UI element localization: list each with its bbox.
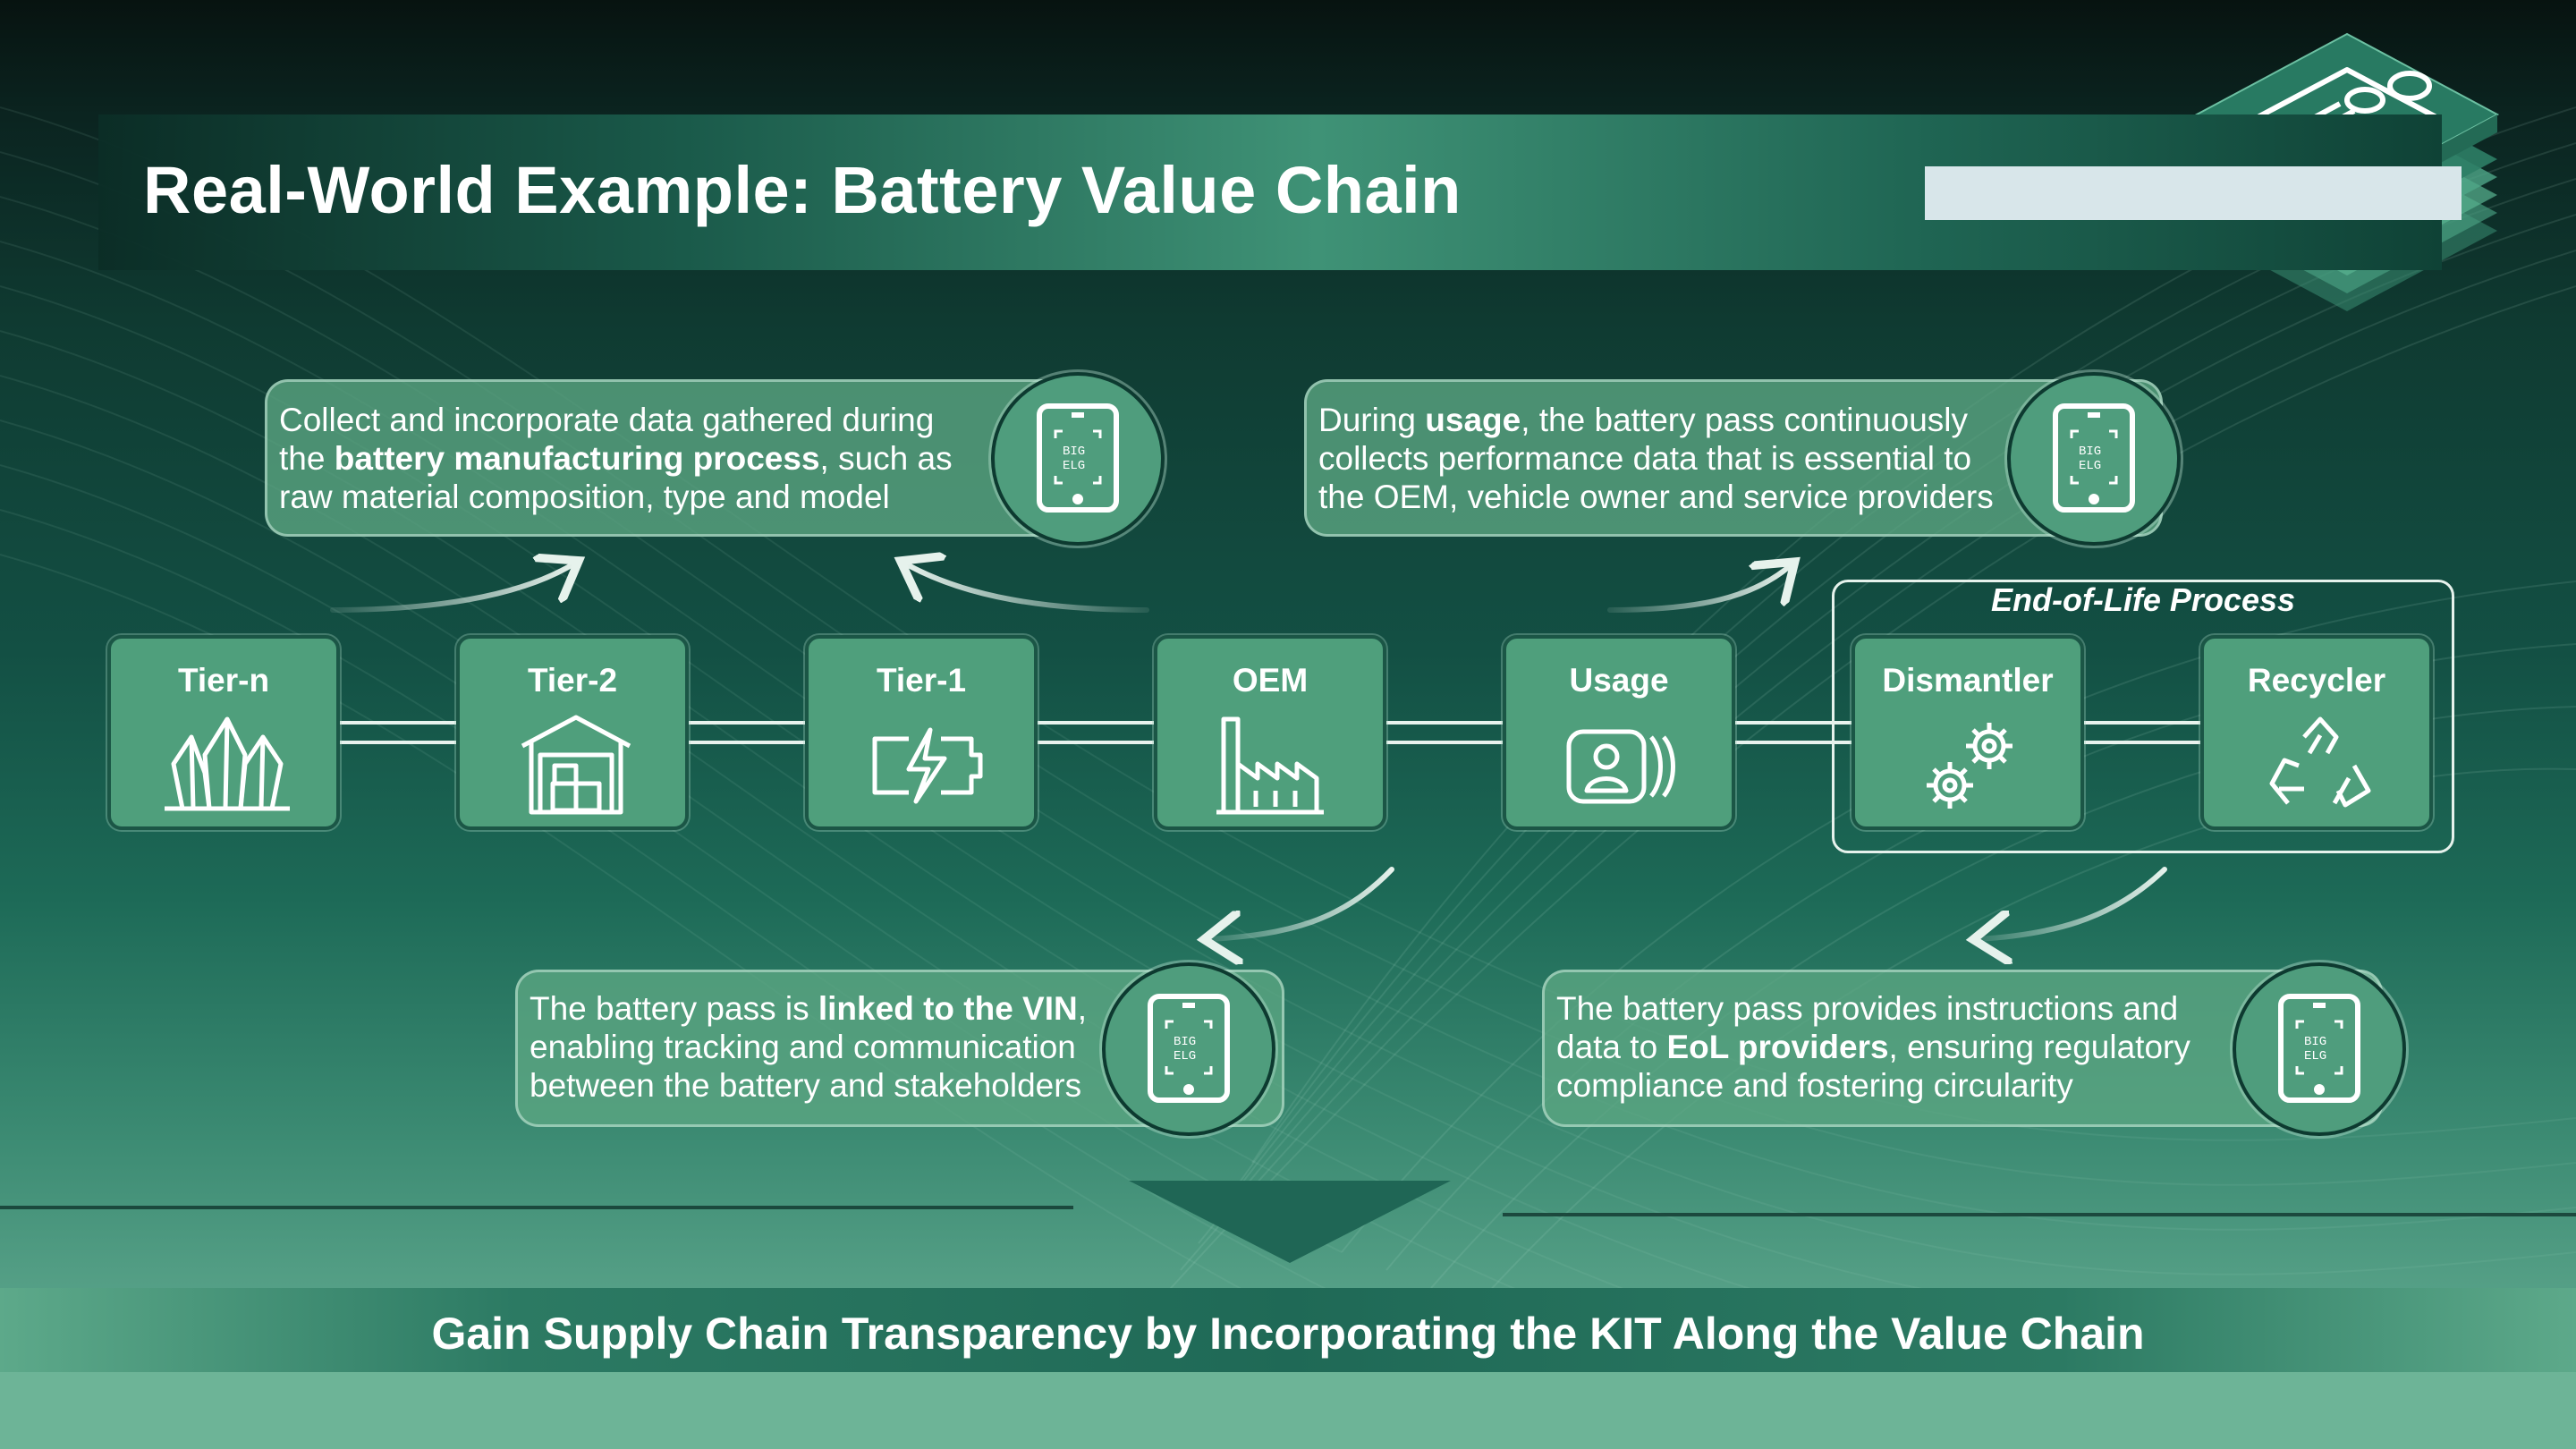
callout-line: The battery pass provides instructions a… (1556, 990, 2179, 1027)
node-label: Dismantler (1882, 662, 2054, 699)
node-label: Recycler (2247, 662, 2386, 699)
node-tier-2: Tier-2 (456, 635, 689, 830)
node-tier-n: Tier-n (107, 635, 340, 830)
eol-process-frame (1832, 580, 2454, 853)
callout-line: raw material composition, type and model (279, 479, 890, 515)
callout-line: data to EoL providers, ensuring regulato… (1556, 1029, 2190, 1065)
node-label: OEM (1232, 662, 1309, 699)
bottom-banner-text: Gain Supply Chain Transparency by Incorp… (431, 1309, 2145, 1359)
svg-text:ELG: ELG (1174, 1049, 1196, 1063)
svg-text:BIG: BIG (2079, 445, 2101, 459)
node-tier-1: Tier-1 (805, 635, 1038, 830)
warehouse-icon (521, 715, 631, 815)
callout-manufacturing-text: Collect and incorporate data gathered du… (279, 401, 953, 516)
callout-line: collects performance data that is essent… (1318, 440, 1972, 477)
recycle-icon (2269, 716, 2371, 808)
callout-line: During usage, the battery pass continuou… (1318, 402, 1969, 438)
node-label: Tier-n (177, 662, 270, 699)
callout-line: compliance and fostering circularity (1556, 1067, 2073, 1104)
factory-icon (1216, 716, 1324, 815)
callout-line: The battery pass is linked to the VIN, (530, 990, 1088, 1027)
battery-charging-icon (872, 727, 983, 804)
svg-text:BIG: BIG (2304, 1035, 2326, 1049)
node-usage: Usage (1503, 635, 1735, 830)
page-title: Real-World Example: Battery Value Chain (143, 153, 1462, 227)
footer-strip (0, 1372, 2576, 1449)
node-dismantler: Dismantler (1852, 635, 2084, 830)
node-recycler: Recycler (2200, 635, 2433, 830)
svg-text:ELG: ELG (2304, 1049, 2326, 1063)
callout-manufacturing (265, 379, 1123, 537)
callout-eol-text: The battery pass provides instructions a… (1556, 989, 2190, 1105)
callout-line: Collect and incorporate data gathered du… (279, 402, 935, 438)
callout-usage-text: During usage, the battery pass continuou… (1318, 401, 1994, 516)
svg-text:ELG: ELG (2079, 459, 2101, 473)
node-label: Tier-1 (876, 662, 967, 699)
user-card-icon (1566, 729, 1675, 804)
node-label: Usage (1569, 662, 1669, 699)
node-oem: OEM (1154, 635, 1386, 830)
callout-line: the OEM, vehicle owner and service provi… (1318, 479, 1994, 515)
node-label: Tier-2 (527, 662, 618, 699)
svg-text:BIG: BIG (1174, 1035, 1196, 1049)
callout-line: enabling tracking and communication (530, 1029, 1076, 1065)
crystal-icon (165, 716, 290, 811)
title-accent-strip (1925, 166, 2462, 220)
svg-text:BIG: BIG (1063, 445, 1085, 459)
svg-text:ELG: ELG (1063, 459, 1085, 473)
gears-icon (1927, 723, 2012, 809)
callout-line: between the battery and stakeholders (530, 1067, 1082, 1104)
bottom-banner (0, 1288, 2576, 1372)
eol-process-label: End-of-Life Process (1990, 581, 2296, 618)
callout-line: the battery manufacturing process, such … (279, 440, 953, 477)
callout-vin-text: The battery pass is linked to the VIN, e… (530, 989, 1087, 1105)
